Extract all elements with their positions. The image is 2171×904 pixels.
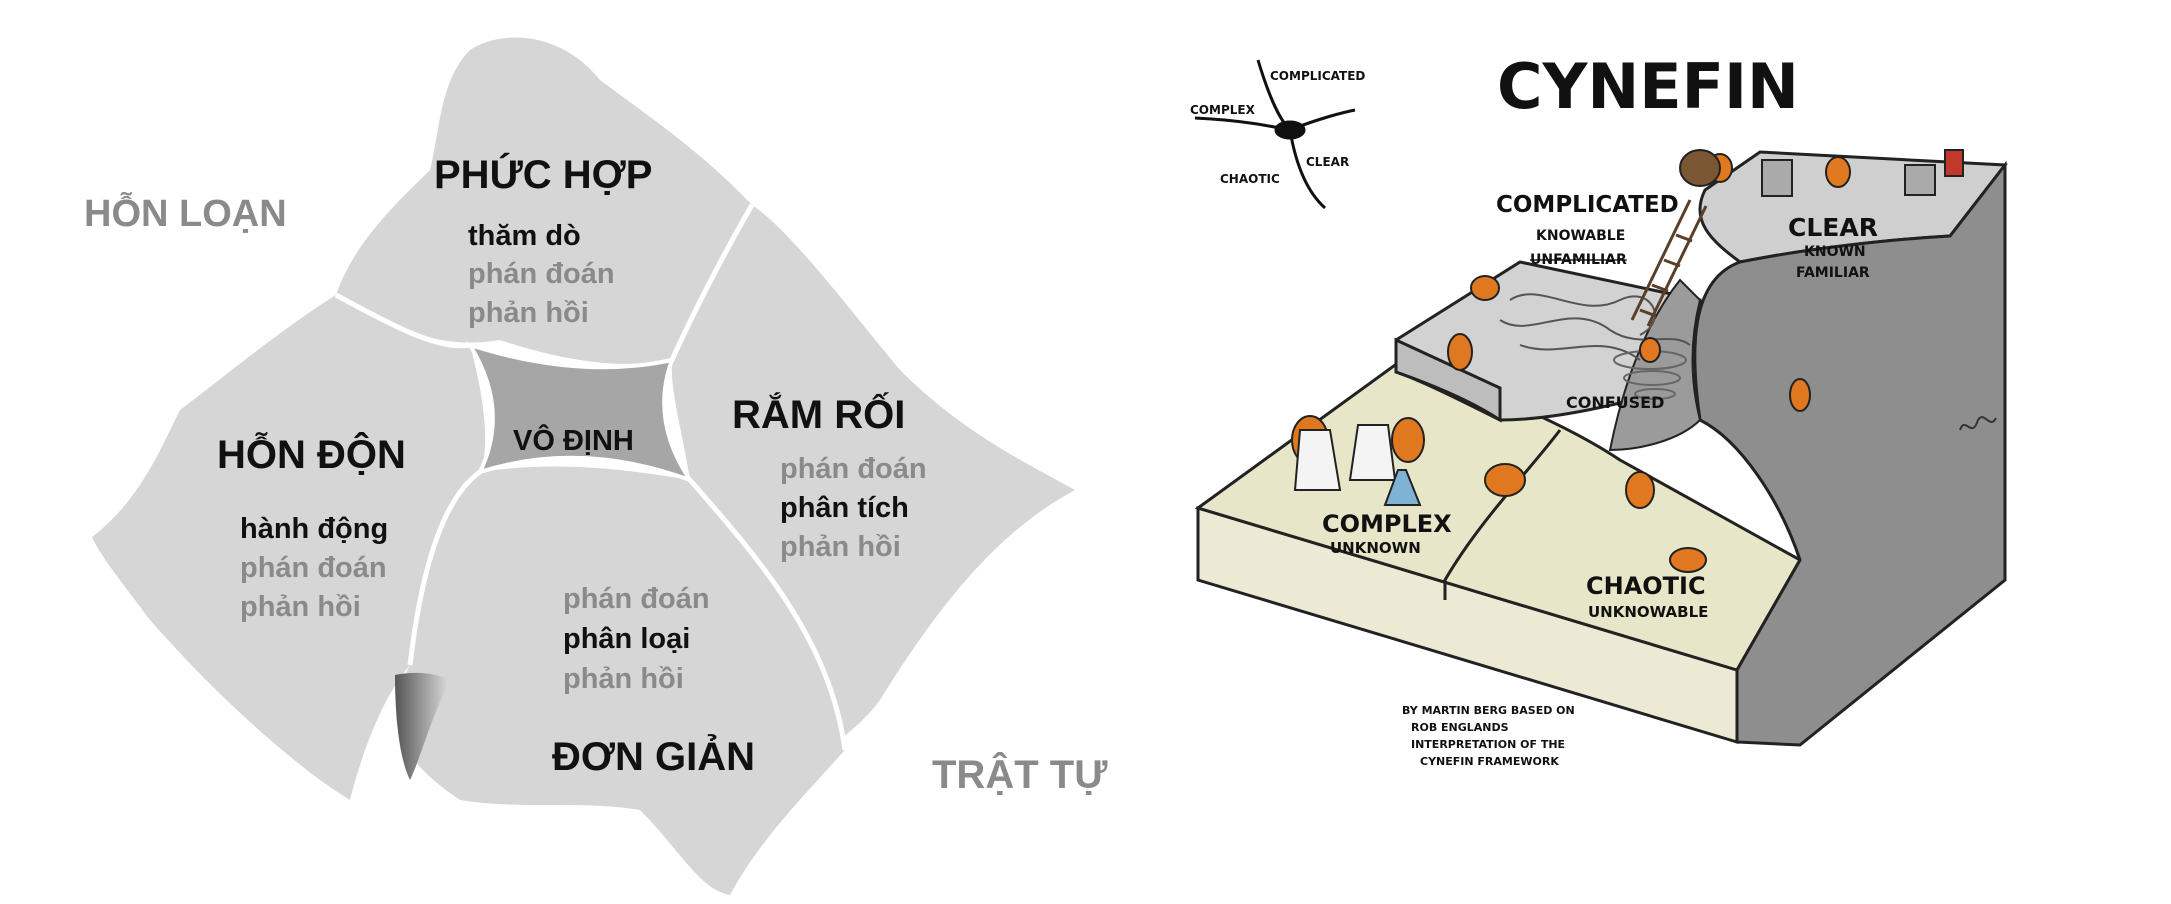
step-phuc-hop-3: phản hồi [468, 297, 589, 329]
credit-line-3: INTERPRETATION OF THE [1411, 738, 1565, 751]
domain-ram-roi [671, 205, 1075, 750]
title-don-gian: ĐƠN GIẢN [552, 733, 755, 779]
complex-title: COMPLEX [1322, 510, 1452, 538]
complicated-plateau-side [1394, 337, 1502, 423]
cliff-shadow [395, 672, 450, 780]
step-don-gian-3: phản hồi [563, 663, 684, 695]
mini-map [1194, 59, 1356, 210]
label-vo-dinh: VÔ ĐỊNH [513, 423, 634, 457]
step-phuc-hop-2: phán đoán [468, 258, 615, 290]
cynefin-cartoon: COMPLICATED COMPLEX CLEAR CHAOTIC CYNEFI… [1190, 50, 2008, 768]
complicated-title: COMPLICATED [1496, 192, 1679, 218]
step-don-gian-1: phán đoán [563, 583, 710, 615]
label-trat-tu: TRẬT TỰ [932, 751, 1108, 797]
mini-chaotic: CHAOTIC [1220, 172, 1280, 186]
domain-don-gian [396, 466, 845, 895]
vietnamese-cynefin-diagram: HỖN LOẠN TRẬT TỰ VÔ ĐỊNH PHỨC HỢP thăm d… [84, 37, 1108, 895]
domain-phuc-hop [336, 37, 752, 364]
credit-line-4: CYNEFIN FRAMEWORK [1420, 755, 1559, 768]
title-hon-don: HỖN ĐỘN [217, 431, 406, 477]
desk-icon [1761, 159, 1793, 197]
ladder-icon [1630, 199, 1708, 327]
mini-complicated: COMPLICATED [1270, 69, 1365, 83]
step-hon-don-3: phản hồi [240, 591, 361, 623]
complex-chaotic-divider [1443, 429, 1562, 600]
lab-coat-icon [1293, 429, 1342, 491]
title-phuc-hop: PHỨC HỢP [434, 151, 652, 197]
confused-label: CONFUSED [1566, 393, 1664, 412]
step-phuc-hop-1: thăm dò [468, 220, 581, 252]
cynefin-title: CYNEFIN [1497, 50, 1799, 123]
robot-icon [1944, 149, 1964, 177]
desk-icon [1904, 164, 1936, 196]
lab-coat-icon [1348, 424, 1397, 481]
step-ram-roi-1: phán đoán [780, 453, 927, 485]
complicated-line2: UNFAMILIAR [1530, 252, 1627, 268]
step-ram-roi-3: phản hồi [780, 531, 901, 563]
mini-clear: CLEAR [1306, 155, 1349, 169]
center-disorder [465, 341, 696, 484]
clear-title: CLEAR [1788, 213, 1878, 242]
credit-line-2: ROB ENGLANDS [1411, 721, 1509, 734]
chaotic-sub: UNKNOWABLE [1588, 603, 1708, 621]
complicated-line1: KNOWABLE [1536, 228, 1625, 244]
domain-borders [334, 203, 848, 751]
label-hon-loan: HỖN LOẠN [84, 190, 287, 235]
domain-hon-don [92, 295, 486, 800]
step-hon-don-2: phán đoán [240, 552, 387, 584]
clear-line1: KNOWN [1804, 244, 1866, 260]
mini-complex: COMPLEX [1190, 103, 1256, 117]
step-ram-roi-2: phân tích [780, 492, 909, 524]
chaotic-title: CHAOTIC [1586, 572, 1706, 600]
signature-mark [1959, 416, 1997, 431]
flask-icon [1383, 469, 1422, 506]
clear-line2: FAMILIAR [1796, 265, 1870, 281]
complex-sub: UNKNOWN [1330, 539, 1421, 557]
clear-cliff [1693, 160, 2007, 747]
sack-icon [1679, 149, 1721, 187]
step-hon-don-1: hành động [240, 513, 388, 545]
step-don-gian-2: phân loại [563, 623, 690, 655]
title-ram-roi: RẮM RỐI [732, 391, 905, 437]
credit-line-1: BY MARTIN BERG BASED ON [1402, 704, 1575, 717]
